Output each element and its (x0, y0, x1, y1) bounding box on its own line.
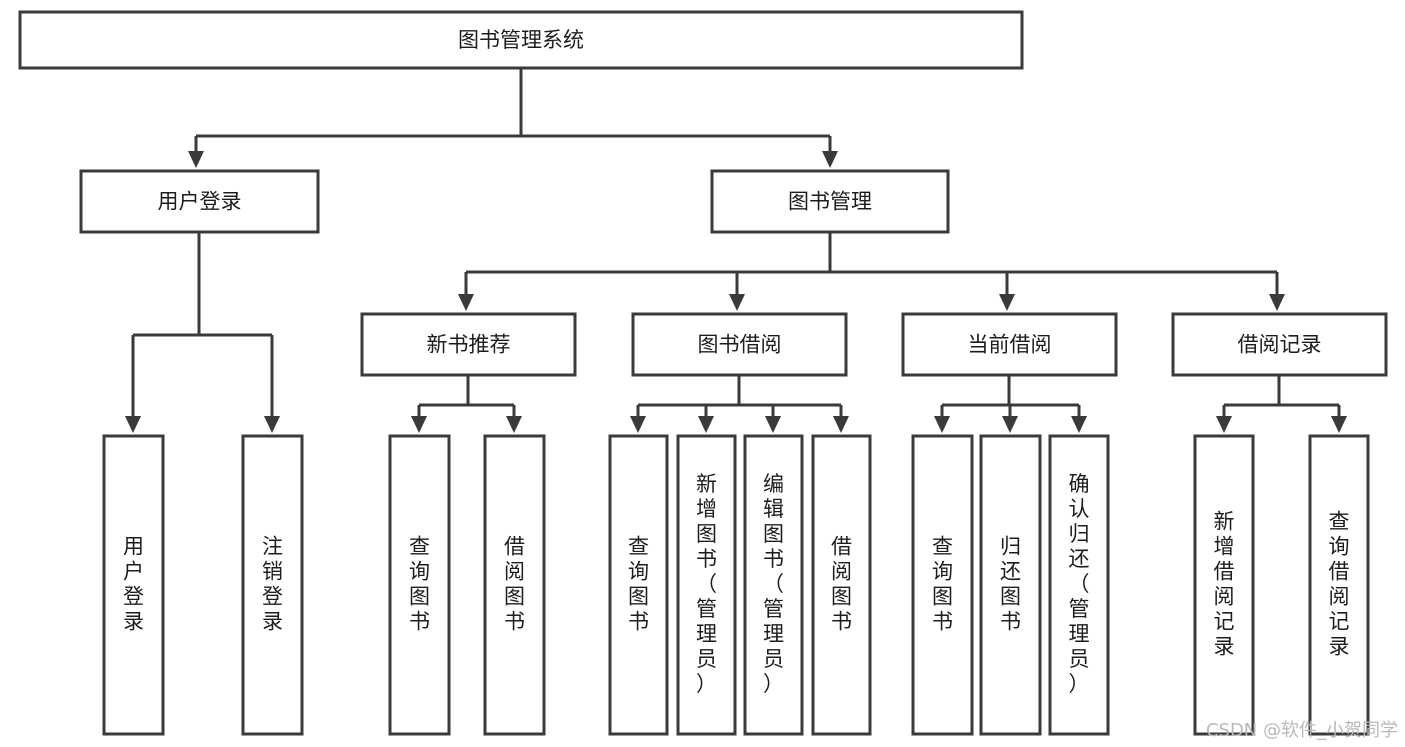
node-box-borrow-record (1171, 312, 1388, 377)
arrow-to-user-login-icon (188, 151, 204, 168)
node-label-leaf-borrow-book-1: 借阅图书 (504, 535, 525, 634)
arrow-to-query-book-1-icon (411, 416, 427, 433)
node-label-leaf-user-login: 用户登录 (123, 535, 144, 634)
node-label-root: 图书管理系统 (458, 28, 584, 52)
csdn-watermark: CSDN @软件_小贺同学 (1206, 720, 1398, 741)
node-book-borrow[interactable]: 图书借阅 (631, 312, 848, 377)
node-label-leaf-query-book-1: 查询图书 (409, 535, 430, 634)
node-box-leaf-confirm-return (1048, 434, 1110, 736)
node-label-leaf-query-book-3: 查询图书 (932, 535, 953, 634)
node-box-book-borrow (631, 312, 848, 377)
node-label-leaf-add-record: 新增借阅记录 (1214, 510, 1235, 659)
node-box-leaf-logout (241, 434, 304, 736)
arrow-to-current-borrow-icon (999, 294, 1015, 311)
arrow-to-query-record-icon (1331, 416, 1347, 433)
node-leaf-logout[interactable]: 注销登录 (241, 434, 304, 736)
node-label-user-login: 用户登录 (158, 190, 242, 214)
node-box-leaf-borrow-book-2 (811, 434, 872, 736)
node-leaf-borrow-book-1[interactable]: 借阅图书 (483, 434, 546, 736)
node-box-leaf-add-book (676, 434, 737, 736)
node-label-book-manage: 图书管理 (788, 190, 872, 214)
arrow-to-query-book-2-icon (630, 416, 646, 433)
node-leaf-query-book-1[interactable]: 查询图书 (388, 434, 451, 736)
node-leaf-query-book-3[interactable]: 查询图书 (911, 434, 974, 736)
node-box-leaf-return-book (979, 434, 1042, 736)
node-label-leaf-borrow-book-2: 借阅图书 (831, 535, 852, 634)
arrow-to-return-book-icon (1002, 416, 1018, 433)
node-box-leaf-query-book-2 (608, 434, 669, 736)
arrow-to-leaf-logout-icon (264, 416, 280, 433)
arrow-to-leaf-user-login-icon (125, 416, 141, 433)
node-box-root (18, 10, 1024, 70)
node-borrow-record[interactable]: 借阅记录 (1171, 312, 1388, 377)
node-label-new-book-rec: 新书推荐 (427, 333, 511, 357)
node-label-leaf-query-book-2: 查询图书 (628, 535, 649, 634)
node-user-login[interactable]: 用户登录 (79, 169, 320, 234)
node-box-leaf-query-book-1 (388, 434, 451, 736)
node-box-leaf-add-record (1193, 434, 1255, 736)
node-root[interactable]: 图书管理系统 (18, 10, 1024, 70)
node-box-leaf-query-record (1308, 434, 1370, 736)
node-leaf-query-record[interactable]: 查询借阅记录 (1308, 434, 1370, 736)
node-box-leaf-user-login (102, 434, 165, 736)
node-box-leaf-edit-book (743, 434, 804, 736)
arrowheads-layer (125, 151, 1347, 433)
node-box-new-book-rec (360, 312, 577, 377)
nodes-layer: 图书管理系统用户登录图书管理新书推荐图书借阅当前借阅借阅记录用户登录注销登录查询… (18, 10, 1388, 736)
arrow-to-add-record-icon (1216, 416, 1232, 433)
node-leaf-add-book[interactable]: 新增图书（管理员） (676, 434, 737, 736)
node-leaf-return-book[interactable]: 归还图书 (979, 434, 1042, 736)
arrow-to-confirm-return-icon (1071, 416, 1087, 433)
node-box-user-login (79, 169, 320, 234)
arrow-to-new-book-rec-icon (458, 294, 474, 311)
node-label-leaf-logout: 注销登录 (262, 535, 283, 634)
arrow-to-book-borrow-icon (729, 294, 745, 311)
node-label-leaf-confirm-return: 确认归还（管理员） (1069, 472, 1090, 696)
node-leaf-confirm-return[interactable]: 确认归还（管理员） (1048, 434, 1110, 736)
node-current-borrow[interactable]: 当前借阅 (901, 312, 1118, 377)
node-label-leaf-query-record: 查询借阅记录 (1329, 510, 1350, 659)
node-new-book-rec[interactable]: 新书推荐 (360, 312, 577, 377)
node-label-book-borrow: 图书借阅 (698, 333, 782, 357)
node-leaf-edit-book[interactable]: 编辑图书（管理员） (743, 434, 804, 736)
node-label-leaf-add-book: 新增图书（管理员） (696, 472, 717, 696)
arrow-to-borrow-record-icon (1269, 294, 1285, 311)
arrow-to-add-book-icon (698, 416, 714, 433)
node-leaf-borrow-book-2[interactable]: 借阅图书 (811, 434, 872, 736)
node-leaf-query-book-2[interactable]: 查询图书 (608, 434, 669, 736)
node-label-leaf-edit-book: 编辑图书（管理员） (763, 472, 784, 696)
arrow-to-borrow-book-2-icon (833, 416, 849, 433)
node-leaf-user-login[interactable]: 用户登录 (102, 434, 165, 736)
node-label-borrow-record: 借阅记录 (1238, 333, 1322, 357)
node-box-leaf-borrow-book-1 (483, 434, 546, 736)
node-book-manage[interactable]: 图书管理 (710, 169, 950, 234)
node-box-current-borrow (901, 312, 1118, 377)
arrow-to-query-book-3-icon (934, 416, 950, 433)
node-box-book-manage (710, 169, 950, 234)
node-box-leaf-query-book-3 (911, 434, 974, 736)
arrow-to-edit-book-icon (765, 416, 781, 433)
node-label-leaf-return-book: 归还图书 (1000, 535, 1021, 634)
node-label-current-borrow: 当前借阅 (968, 333, 1052, 357)
node-leaf-add-record[interactable]: 新增借阅记录 (1193, 434, 1255, 736)
arrow-to-borrow-book-1-icon (506, 416, 522, 433)
arrow-to-book-manage-icon (822, 151, 838, 168)
